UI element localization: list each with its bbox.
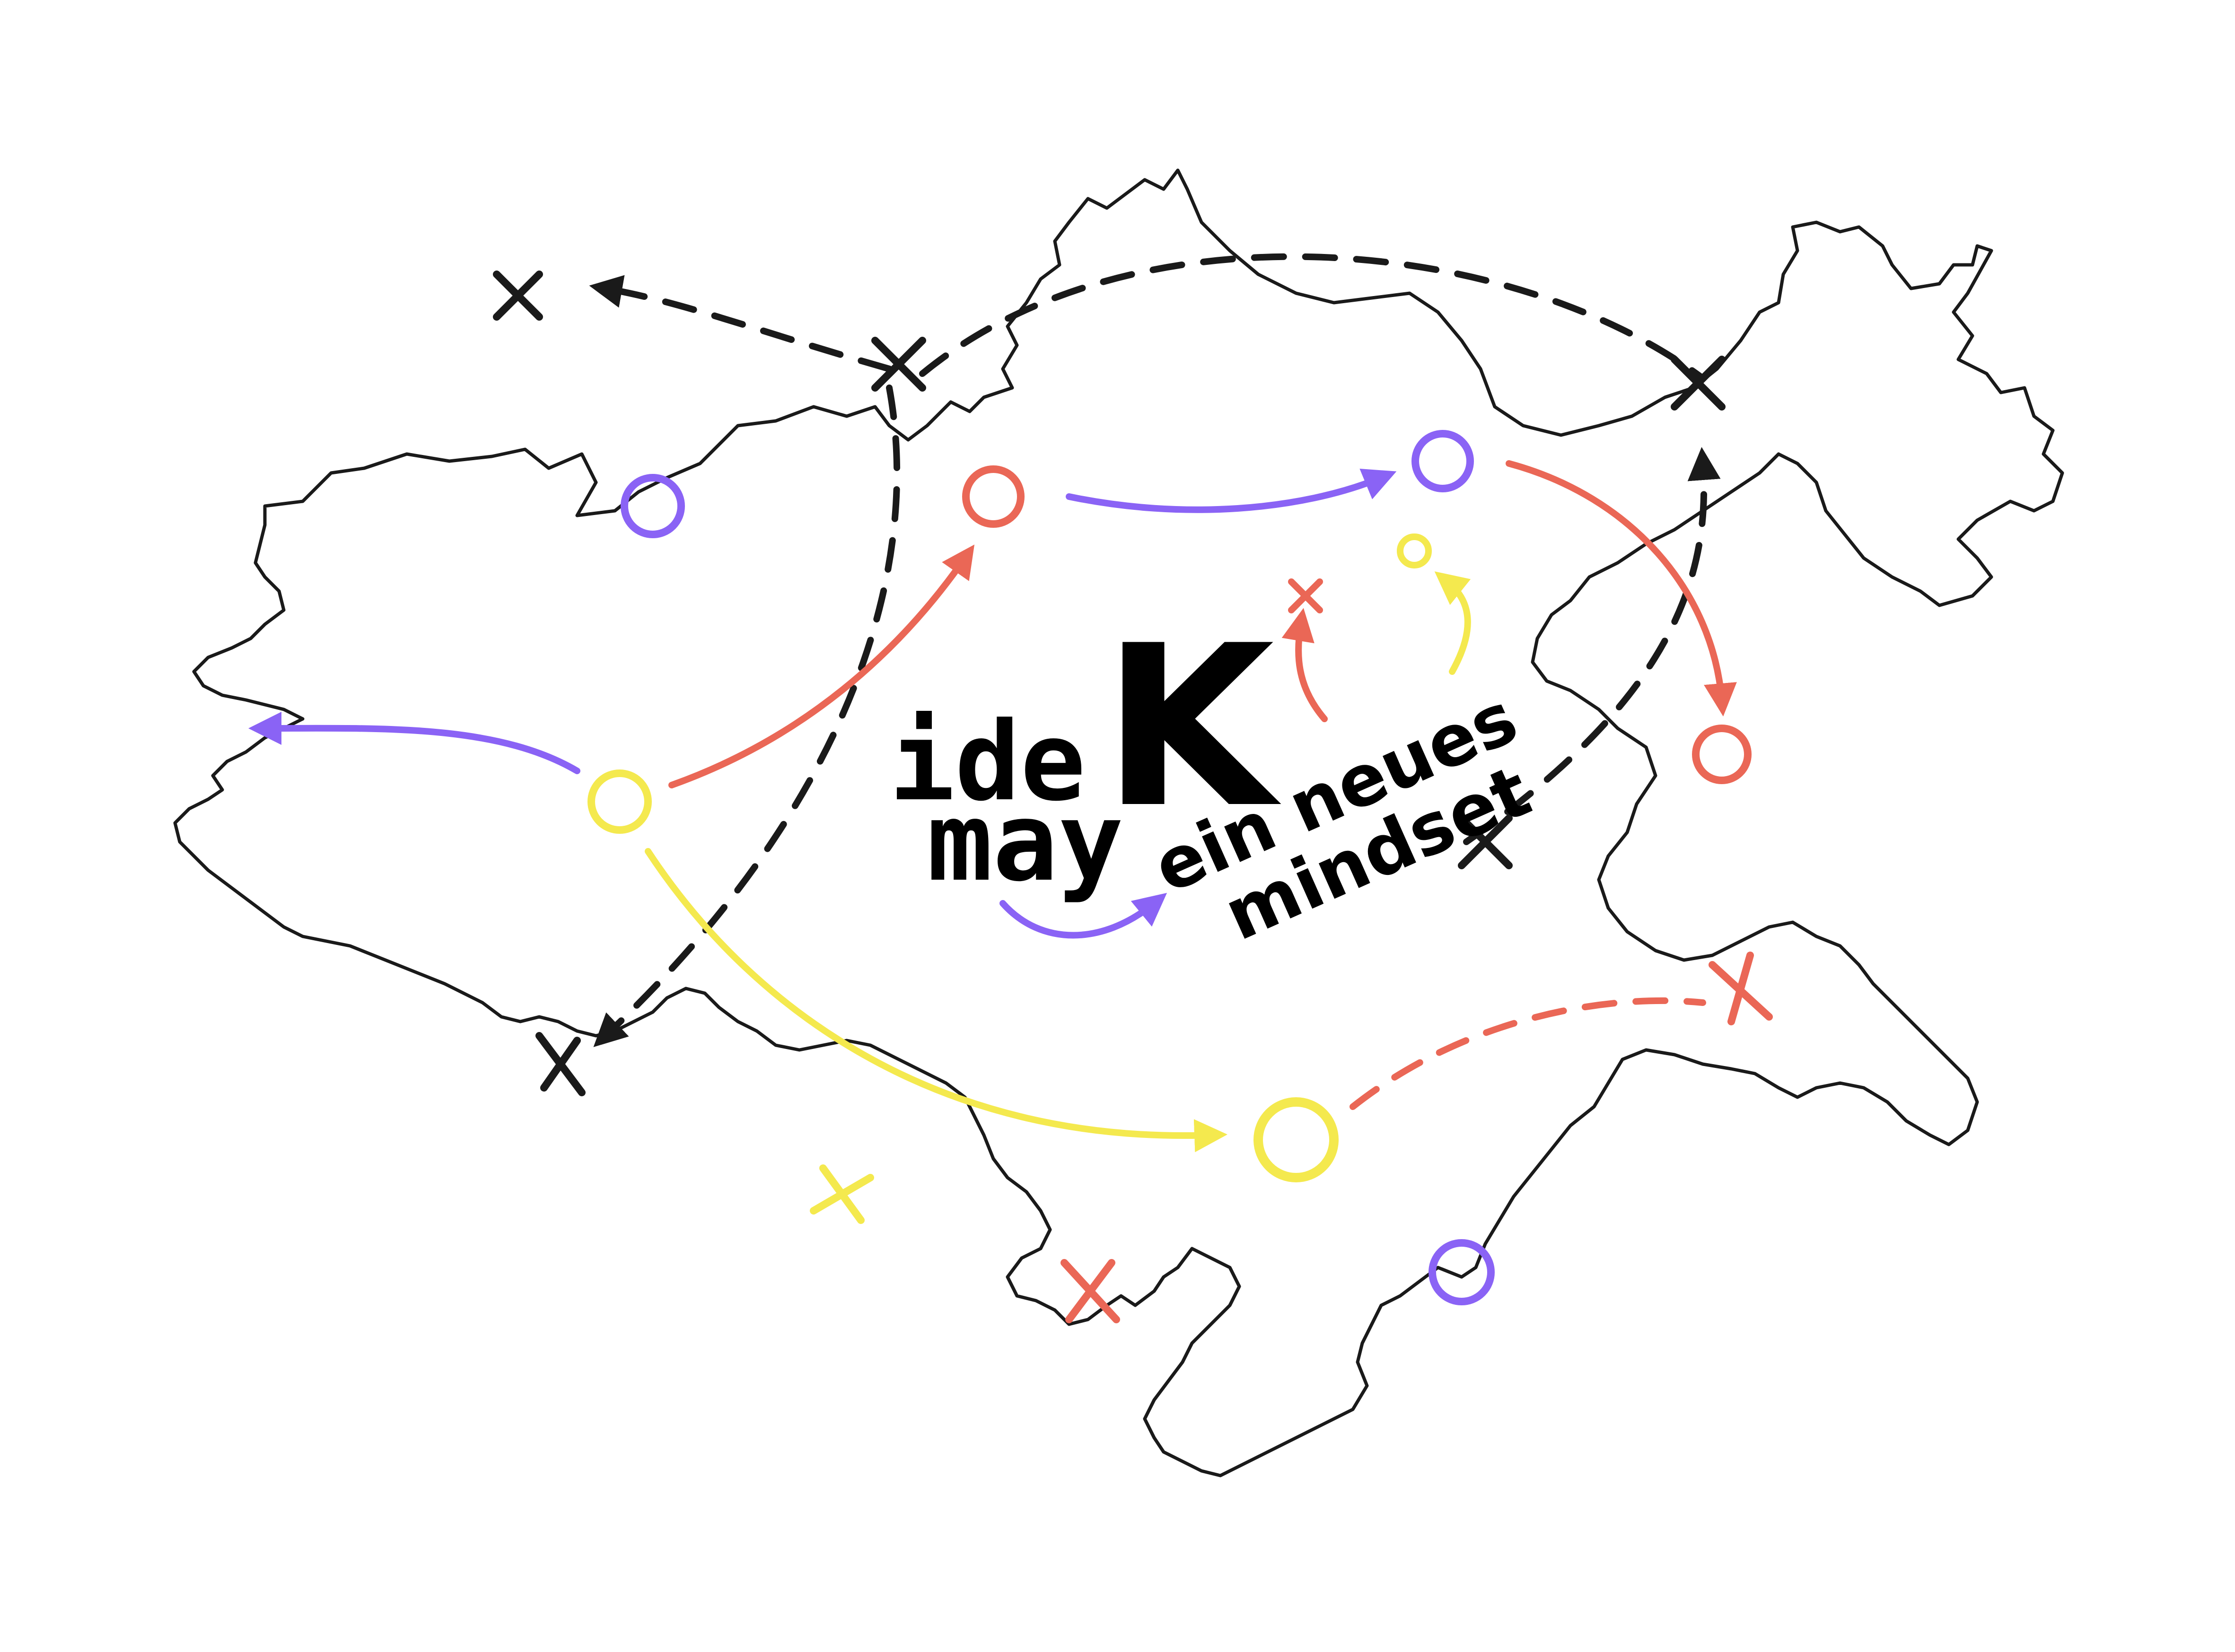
circle-icon <box>962 465 1025 528</box>
logo-line1: ide <box>889 699 1086 825</box>
circle-icon <box>1692 725 1752 784</box>
cross-icon <box>1061 1259 1120 1323</box>
purple-arrow-top <box>1066 468 1397 513</box>
circle-icon <box>1397 533 1432 568</box>
cross-icon <box>810 1164 874 1224</box>
red-arrow-right-down <box>1506 460 1737 717</box>
circle-icon <box>621 474 685 538</box>
cross-icon <box>1671 356 1726 411</box>
yellow-arrow-small <box>1434 571 1471 675</box>
circle-icon-group <box>587 430 1752 1305</box>
black-dashed-route-left-down <box>593 385 901 1048</box>
circle-icon <box>587 769 652 834</box>
logo-line2: may <box>927 779 1123 906</box>
logo: ide may K ein neues mindset <box>889 598 1542 957</box>
cross-icon <box>1458 814 1513 869</box>
circle-icon <box>1253 1097 1339 1182</box>
cross-icon <box>1709 952 1773 1025</box>
red-arrow-small <box>1281 608 1328 722</box>
purple-arrow-left <box>248 711 580 774</box>
cross-icon <box>1288 578 1323 613</box>
circle-icon <box>1429 1239 1495 1305</box>
red-arrow-diagonal <box>668 544 975 788</box>
cross-icon-group <box>493 271 1773 1323</box>
cross-icon <box>535 1032 586 1096</box>
black-dashed-route-top <box>589 275 893 372</box>
black-dashed-route-right <box>1463 447 1721 845</box>
cross-icon <box>871 337 926 392</box>
yellow-arrow-bottom <box>645 848 1227 1153</box>
black-dashed-route-arc <box>919 253 1706 382</box>
circle-icon <box>1411 430 1474 492</box>
purple-arrow-logo <box>999 892 1167 939</box>
cross-icon <box>493 271 543 321</box>
red-dashed-route-bottom <box>1350 997 1706 1110</box>
logo-k: K <box>1102 598 1283 857</box>
